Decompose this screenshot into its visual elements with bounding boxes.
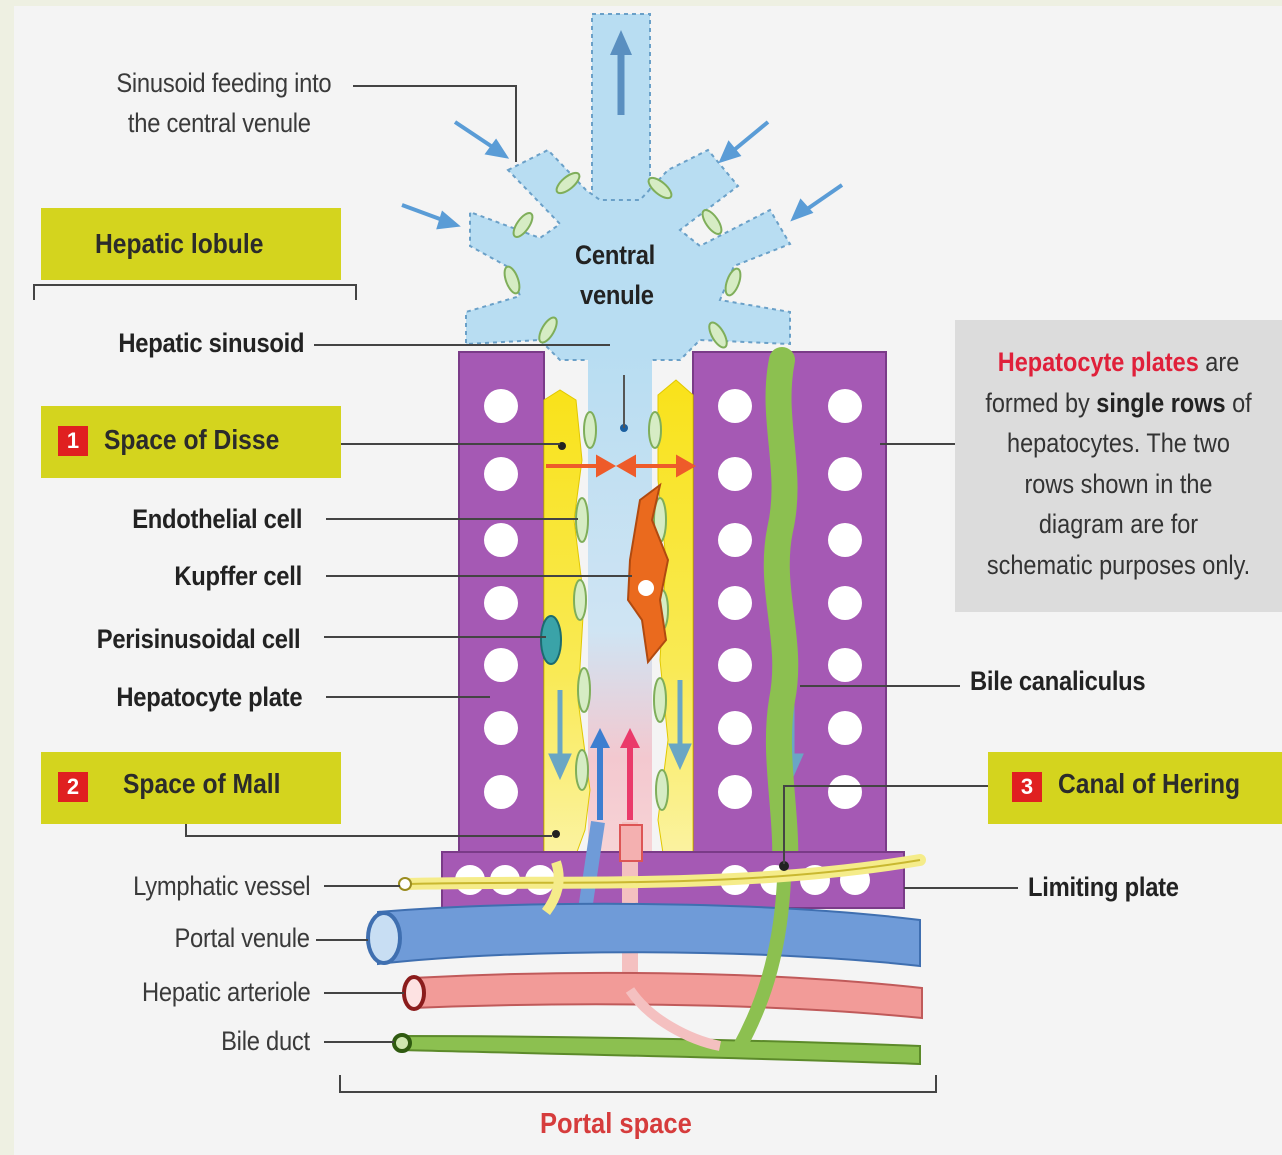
hepatocyte-nucleus [828,775,862,809]
hepatocyte-nucleus [484,775,518,809]
hepatocyte-nucleus [718,523,752,557]
note-text-single-rows: single rows [1096,388,1225,418]
hepatocyte-nucleus [828,389,862,423]
hepatocyte-plates-note: Hepatocyte plates are formed by single r… [955,320,1282,612]
note-highlight: Hepatocyte plates [998,347,1199,377]
hepatocyte-nucleus [484,711,518,745]
hepatocyte-nucleus [718,389,752,423]
label-hepatic-lobule: Hepatic lobule [95,228,263,260]
hepatocyte-nucleus [718,775,752,809]
label-space-of-disse: Space of Disse [104,424,279,456]
hepatocyte-nucleus [828,648,862,682]
label-sinusoid-feeding-line1: Sinusoid feeding into [116,68,331,99]
note-line-3: hepatocytes. The two [980,423,1258,464]
badge-number-3: 3 [1012,772,1042,802]
label-hepatocyte-plate: Hepatocyte plate [116,682,302,713]
label-endothelial-cell: Endothelial cell [132,504,302,535]
label-space-of-mall: Space of Mall [123,768,280,800]
label-lymphatic-vessel: Lymphatic vessel [133,871,310,902]
note-line-6: schematic purposes only. [980,545,1258,586]
label-central-venule-line1: Central [575,240,655,271]
portal-venule-shape [378,904,920,966]
bile-duct-shape [400,1036,920,1064]
label-limiting-plate: Limiting plate [1028,872,1179,903]
hepatocyte-nucleus [828,711,862,745]
badge-number-1: 1 [58,426,88,456]
note-text-formed: formed by [985,388,1096,418]
hepatocyte-nucleus [484,586,518,620]
hepatocyte-nucleus [718,711,752,745]
label-hepatic-arteriole: Hepatic arteriole [141,977,310,1008]
label-portal-venule: Portal venule [175,923,310,954]
label-kupffer-cell: Kupffer cell [174,561,302,592]
perisinusoidal-cell-shape [541,616,561,664]
hepatocyte-nucleus [718,586,752,620]
hepatocyte-nucleus [484,523,518,557]
note-text-are: are [1199,347,1239,377]
label-canal-of-hering: Canal of Hering [1058,768,1240,800]
hepatocyte-nucleus [484,389,518,423]
hepatocyte-nucleus [828,586,862,620]
label-central-venule-line2: venule [580,280,654,311]
hepatocyte-nucleus [718,648,752,682]
label-hepatic-sinusoid: Hepatic sinusoid [118,328,304,359]
hepatic-arteriole-shape [412,973,922,1018]
note-line-5: diagram are for [980,504,1258,545]
label-bile-duct: Bile duct [221,1026,310,1057]
hepatocyte-nucleus [828,523,862,557]
label-bile-canaliculus: Bile canaliculus [970,666,1145,697]
hepatocyte-nucleus [484,457,518,491]
label-perisinusoidal-cell: Perisinusoidal cell [96,624,300,655]
label-portal-space: Portal space [540,1108,692,1141]
label-sinusoid-feeding-line2: the central venule [128,108,311,139]
note-line-4: rows shown in the [980,464,1258,505]
hepatocyte-nucleus [484,648,518,682]
note-text-of: of [1226,388,1252,418]
badge-number-2: 2 [58,772,88,802]
hepatocyte-nucleus [718,457,752,491]
hepatocyte-nucleus [828,457,862,491]
